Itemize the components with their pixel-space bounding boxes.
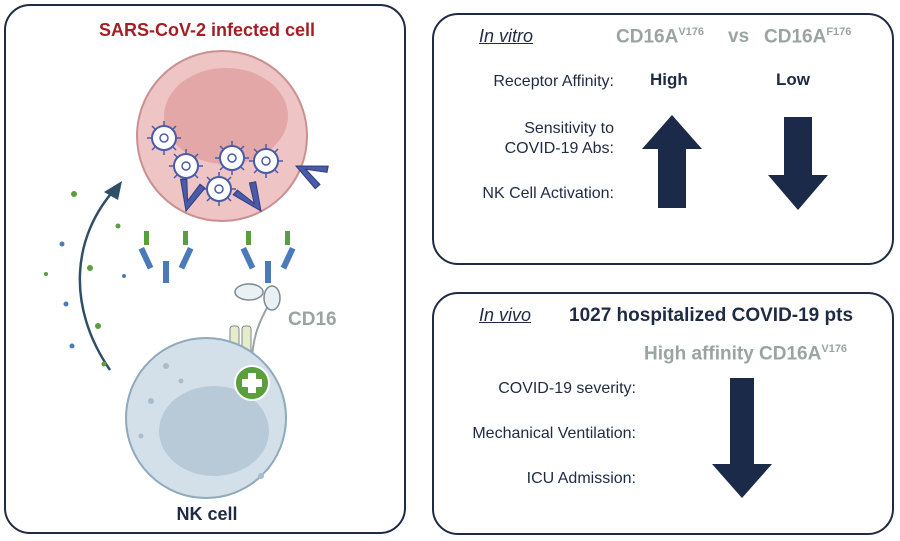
down-arrow-icon	[712, 378, 772, 498]
plus-icon	[234, 365, 270, 401]
variant-a-sup: V176	[678, 26, 705, 38]
antibody-icon	[138, 231, 194, 283]
in-vivo-tag: In vivo	[479, 305, 532, 325]
cytokine-dots	[44, 191, 126, 367]
spike-protein-icon	[232, 181, 262, 212]
sensitivity-label-line1: Sensitivity to	[524, 120, 614, 137]
nk-cell-title: NK cell	[176, 504, 238, 524]
subgroup-sup: V176	[821, 343, 848, 355]
in-vitro-tag: In vitro	[479, 26, 534, 46]
spike-protein-icon	[179, 178, 206, 213]
affinity-low: Low	[776, 70, 810, 89]
subgroup-name: High affinity CD16A	[644, 343, 822, 365]
virus-icon	[202, 172, 236, 206]
in-vitro-panel: In vitro CD16AV176 vs CD16AF176 Receptor…	[432, 13, 894, 265]
cohort-label: 1027 hospitalized COVID-19 pts	[569, 305, 854, 326]
receptor-affinity-label: Receptor Affinity:	[493, 73, 614, 90]
virus-icon	[169, 149, 203, 183]
variant-b-header: CD16AF176	[764, 26, 851, 48]
spike-protein-icon	[294, 165, 329, 190]
in-vivo-panel: In vivo 1027 hospitalized COVID-19 pts H…	[432, 292, 894, 535]
variant-a-name: CD16A	[616, 26, 679, 48]
variant-b-sup: F176	[826, 26, 852, 38]
cd16-label: CD16	[288, 309, 337, 330]
subgroup-label: High affinity CD16AV176	[644, 343, 847, 365]
nk-cell	[125, 337, 287, 499]
virus-icon	[249, 144, 283, 178]
variant-a-header: CD16AV176	[616, 26, 704, 48]
variant-b-name: CD16A	[764, 26, 827, 48]
infected-cell	[136, 50, 308, 222]
sensitivity-label-line2: COVID-19 Abs:	[504, 140, 614, 157]
curved-arrow	[78, 181, 122, 371]
infected-cell-title: SARS-CoV-2 infected cell	[98, 20, 316, 40]
antibody-icon	[240, 231, 296, 283]
left-panel: SARS-CoV-2 infected cell	[4, 4, 406, 534]
vivo-arrows	[712, 378, 772, 498]
nk-activation-label: NK Cell Activation:	[482, 185, 614, 202]
affinity-high: High	[650, 70, 688, 89]
up-arrow-icon	[642, 115, 702, 208]
mechanism-illustration	[44, 50, 329, 499]
ventilation-label: Mechanical Ventilation:	[472, 425, 636, 442]
severity-label: COVID-19 severity:	[498, 380, 636, 397]
down-arrow-icon	[768, 117, 828, 210]
icu-label: ICU Admission:	[526, 470, 636, 487]
vs-label: vs	[728, 26, 750, 47]
vitro-arrows	[642, 115, 828, 210]
virus-icon	[147, 121, 181, 155]
virus-icon	[215, 141, 249, 175]
